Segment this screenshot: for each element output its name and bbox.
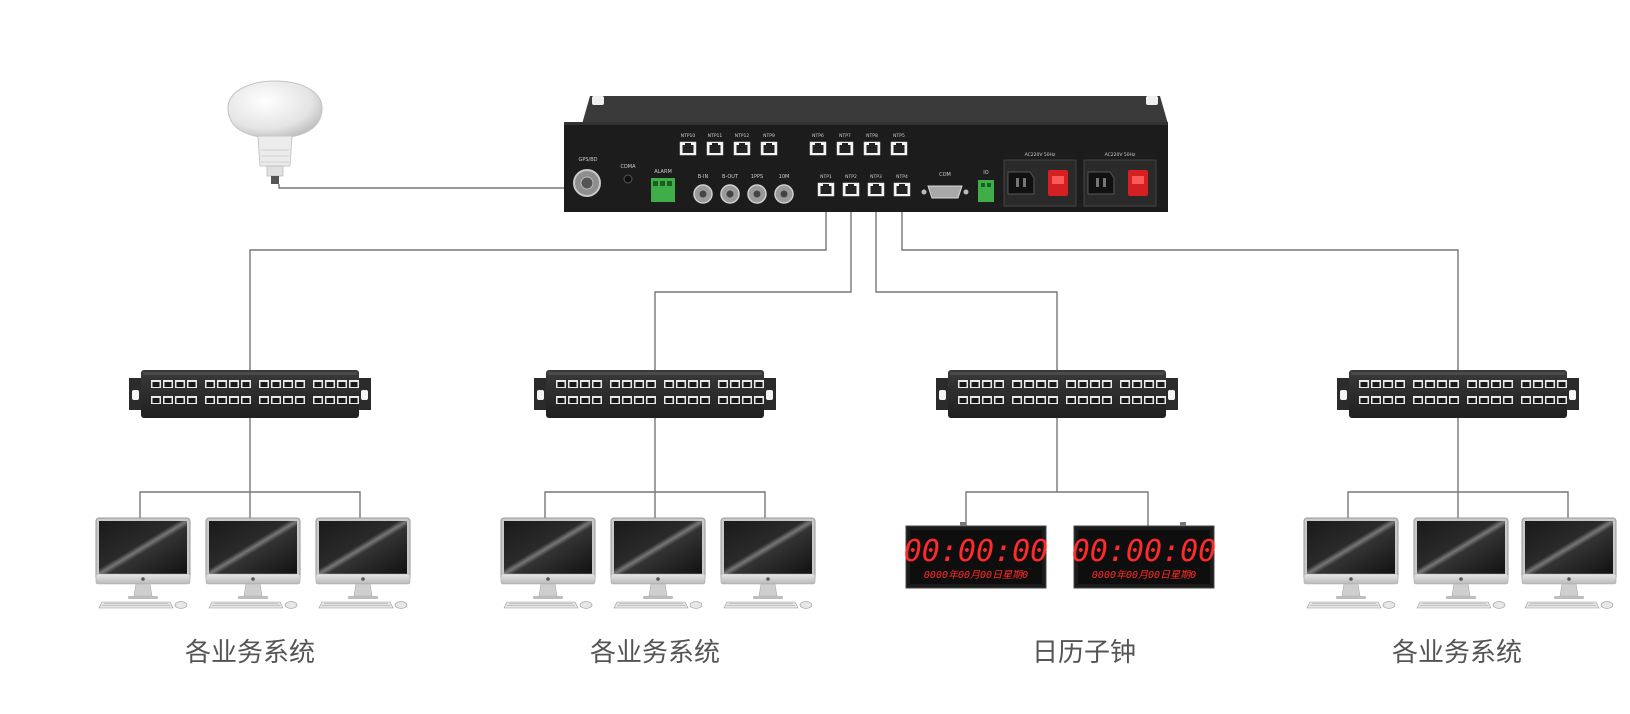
ntp-bottom-label-2: NTP2 xyxy=(845,174,857,180)
com-port: COM xyxy=(921,172,969,199)
ntp-top-label-6: NTP7 xyxy=(839,133,851,139)
clock-date-1: 0000年00月00日星期0 xyxy=(924,569,1028,581)
ntp-bottom-label-1: NTP1 xyxy=(820,174,832,180)
computer xyxy=(610,517,706,609)
ntp-top-label-1: NTP10 xyxy=(681,133,696,139)
bnc-label-1: B-IN xyxy=(698,174,709,180)
clock-time-2: 00:00:00 xyxy=(1072,534,1217,569)
gps-label: GPS/BD xyxy=(578,157,597,163)
time-server: GPS/BD CDMA ALARM B-IN B-OUT 1PPS 10M xyxy=(564,96,1168,212)
calendar-clock-2: 00:00:00 0000年00月00日星期0 xyxy=(1072,522,1217,589)
ntp-ports-bottom: NTP1 NTP2 NTP3 NTP4 xyxy=(817,174,911,197)
ntp-top-label-8: NTP5 xyxy=(893,133,905,139)
power-label-1: AC220V 50Hz xyxy=(1025,152,1056,158)
patch-panel-3 xyxy=(936,370,1178,418)
ntp-top-label-2: NTP11 xyxy=(708,133,723,139)
computer-group-2 xyxy=(500,517,816,609)
ntp-top-label-4: NTP9 xyxy=(763,133,775,139)
patch-panels xyxy=(129,370,1579,418)
gps-antenna xyxy=(227,80,323,184)
ntp-ports-top: NTP10 NTP11 NTP12 NTP9 NTP6 NTP7 NTP8 NT… xyxy=(679,133,908,156)
ntp-top-label-7: NTP8 xyxy=(866,133,878,139)
group-label-2: 各业务系统 xyxy=(589,638,720,668)
clock-time-1: 00:00:00 xyxy=(904,534,1049,569)
group-label-3: 日历子钟 xyxy=(1031,638,1136,668)
clock-date-2: 0000年00月00日星期0 xyxy=(1092,569,1196,581)
bnc-label-4: 10M xyxy=(779,174,790,180)
computer xyxy=(1521,517,1617,609)
power-module-1: AC220V 50Hz xyxy=(1003,152,1077,207)
power-label-2: AC220V 50Hz xyxy=(1105,152,1136,158)
bnc-connectors: B-IN B-OUT 1PPS 10M xyxy=(693,174,794,204)
computer xyxy=(1303,517,1399,609)
group-label-1: 各业务系统 xyxy=(184,638,315,668)
computer xyxy=(1413,517,1509,609)
computer xyxy=(500,517,596,609)
computer xyxy=(95,517,191,609)
alarm-label: ALARM xyxy=(654,169,672,175)
ntp-top-label-3: NTP12 xyxy=(735,133,750,139)
connection-lines xyxy=(139,184,1569,526)
com-label: COM xyxy=(939,172,951,178)
bnc-label-2: B-OUT xyxy=(722,174,739,180)
ntp-top-label-5: NTP6 xyxy=(812,133,824,139)
io-label: IO xyxy=(983,170,988,176)
ntp-bottom-label-3: NTP3 xyxy=(870,174,882,180)
power-module-2: AC220V 50Hz xyxy=(1083,152,1157,207)
patch-panel-2 xyxy=(534,370,776,418)
computer xyxy=(205,517,301,609)
cdma-label: CDMA xyxy=(620,164,636,170)
ntp-bottom-label-4: NTP4 xyxy=(896,174,908,180)
patch-panel-4 xyxy=(1337,370,1579,418)
bnc-label-3: 1PPS xyxy=(751,174,763,180)
computer xyxy=(315,517,411,609)
calendar-clock-1: 00:00:00 0000年00月00日星期0 xyxy=(904,522,1049,589)
computer-group-1 xyxy=(95,517,411,609)
computer xyxy=(720,517,816,609)
patch-panel-1 xyxy=(129,370,371,418)
group-label-4: 各业务系统 xyxy=(1391,638,1522,668)
computer-group-4 xyxy=(1303,517,1617,609)
